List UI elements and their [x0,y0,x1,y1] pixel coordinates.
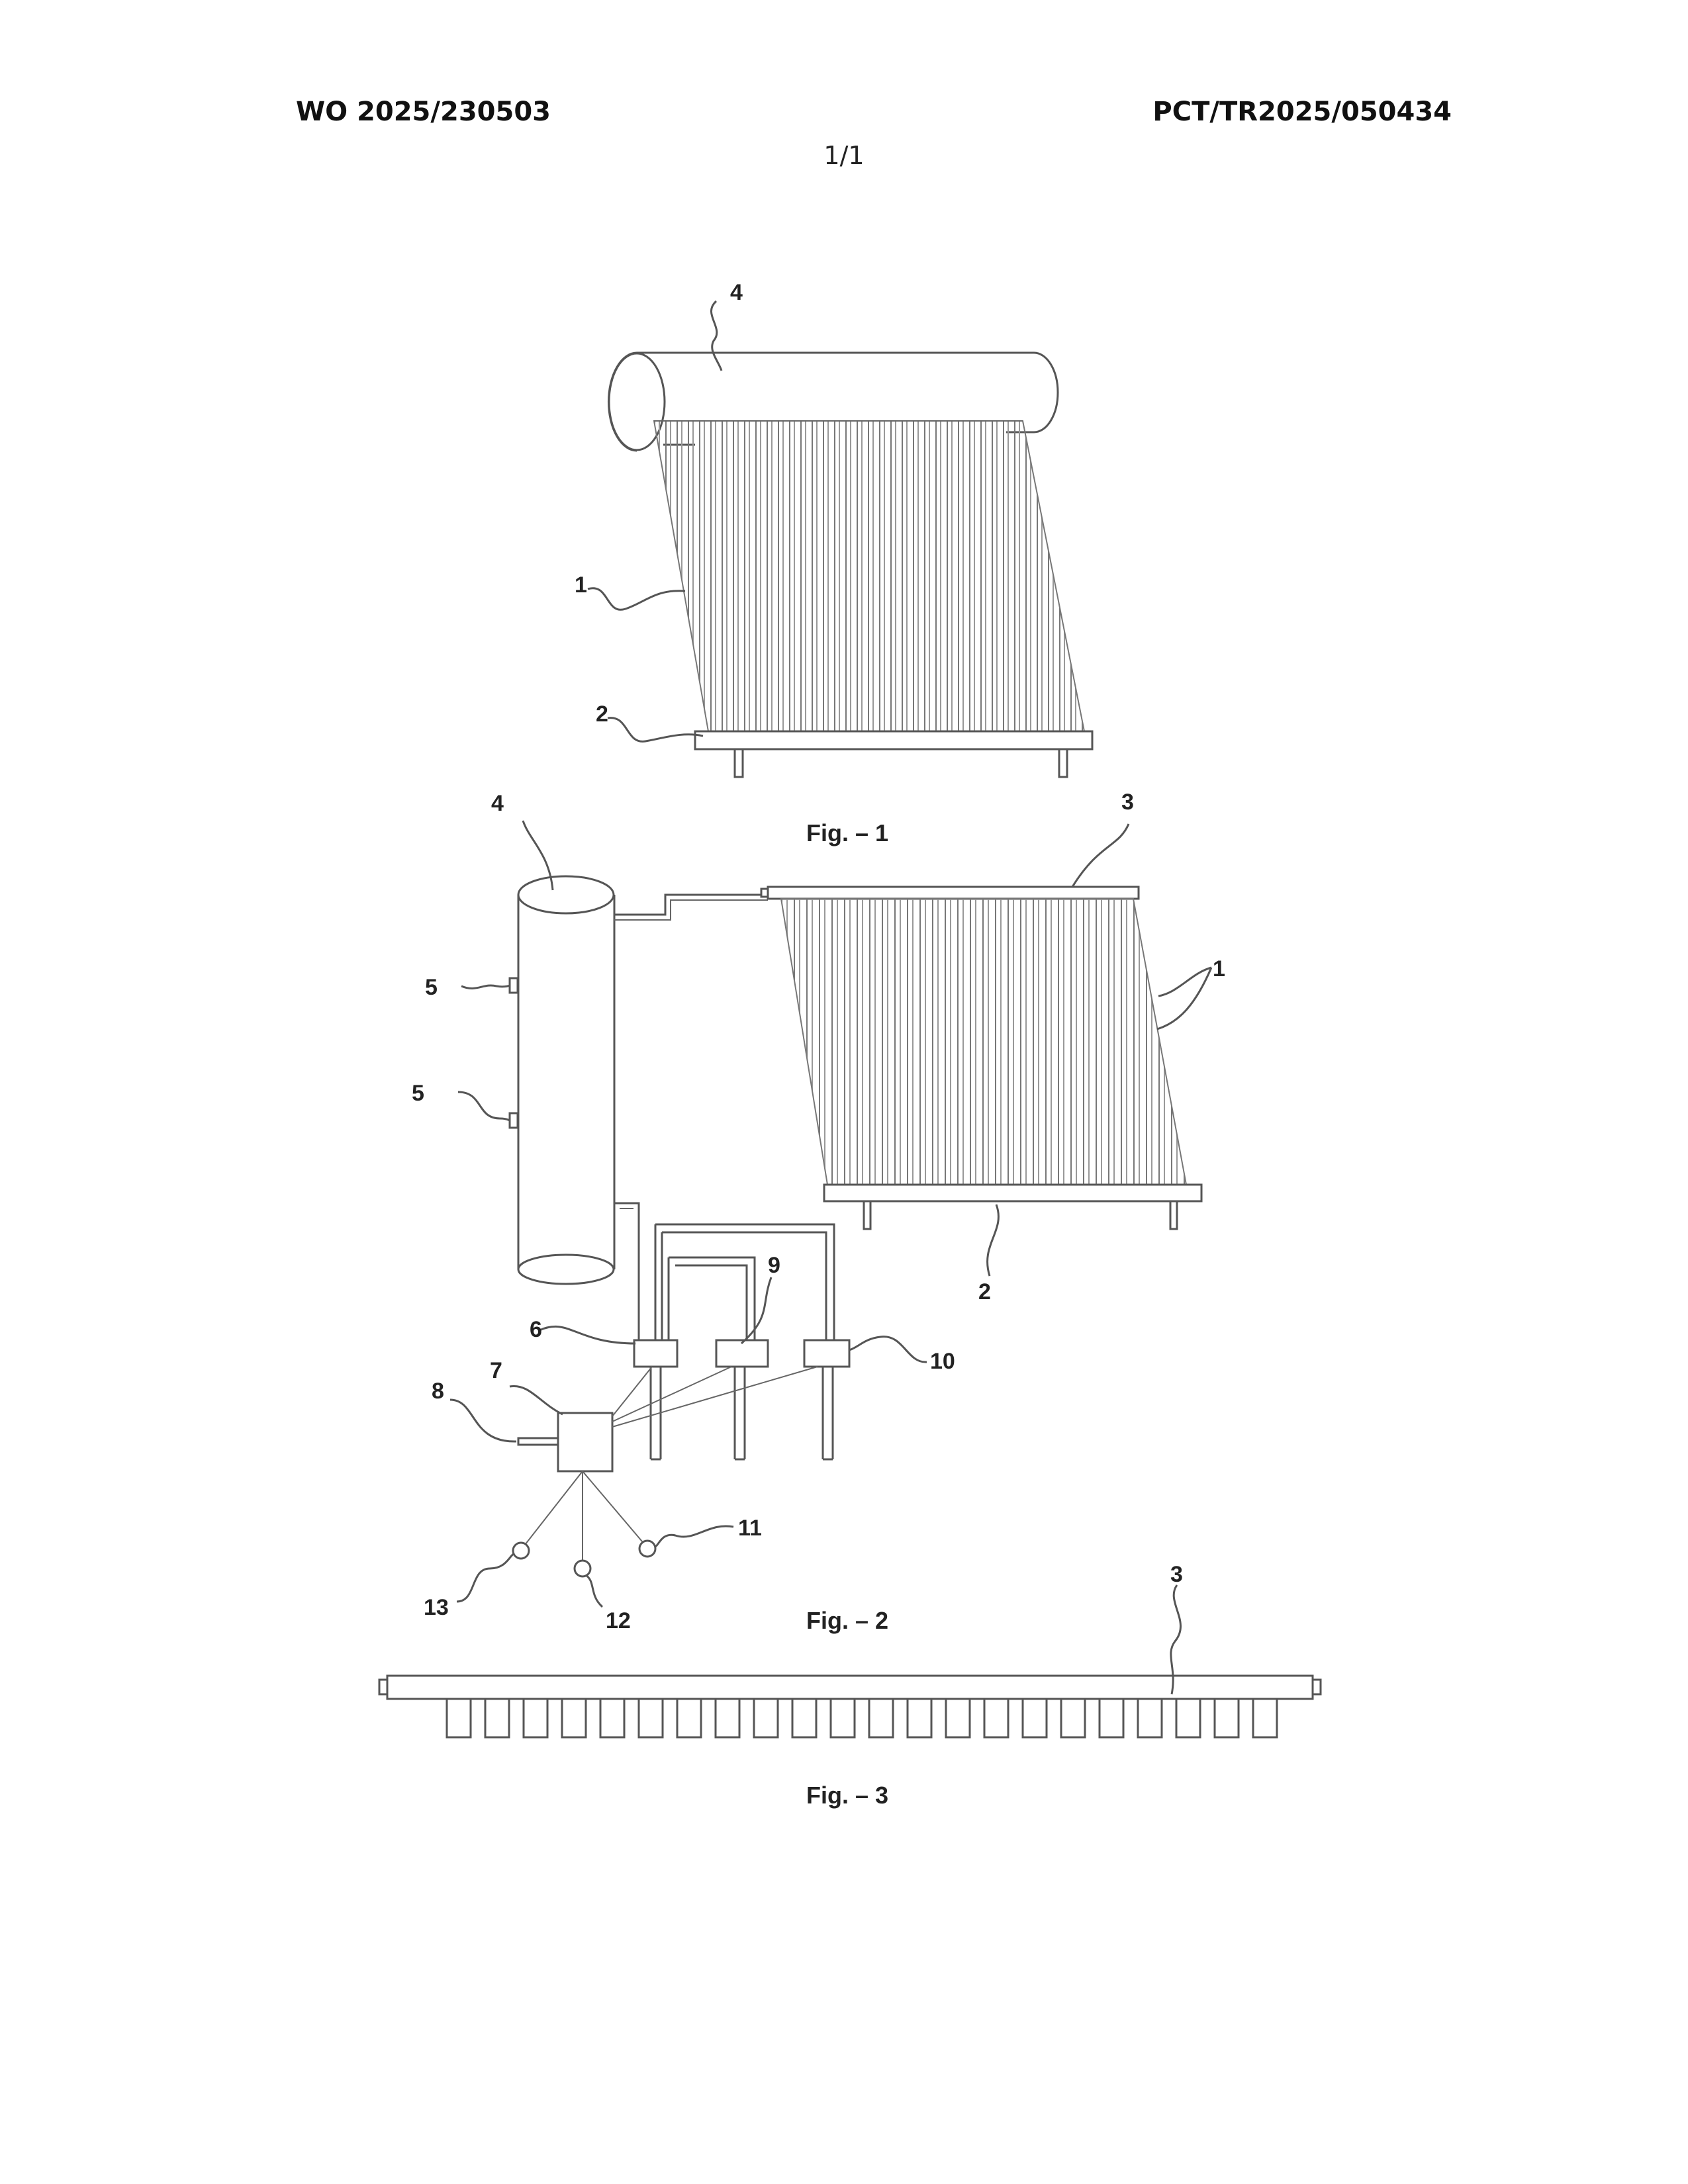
figure-3-caption: Fig. – 3 [806,1782,888,1809]
storage-tank-fig2 [518,876,614,1284]
ref-numeral-8: 8 [432,1379,444,1404]
hot-water-pipe [614,895,768,915]
ref-numeral-10: 10 [930,1349,955,1374]
control-wiring-valves [612,1367,818,1427]
ref-numeral-6: 6 [530,1317,542,1342]
leader-2-fig1 [608,718,703,742]
ref-numeral-1-fig2: 1 [1213,956,1225,981]
valve-10 [804,1340,849,1367]
vacuum-tubes-fig2 [781,899,1186,1185]
figure-3: 3 Fig. – 3 [379,1562,1321,1809]
control-unit [558,1413,612,1471]
ref-numeral-5-upper: 5 [425,975,438,1000]
ref-numeral-7: 7 [490,1358,502,1383]
ref-numeral-1: 1 [575,572,587,598]
ref-numeral-3-fig2: 3 [1121,790,1134,815]
temperature-sensor-lower [510,1113,518,1128]
figure-1-caption: Fig. – 1 [806,819,888,846]
tube-sockets-fig3 [447,1699,1277,1737]
ref-numeral-13: 13 [424,1595,449,1620]
ref-numeral-4-fig2: 4 [491,791,504,816]
support-frame-fig1 [695,731,1092,777]
figure-1: 4 1 2 Fig. – 1 [575,280,1092,846]
figure-2: 4 3 5 5 1 2 6 9 10 7 8 11 13 12 Fig. – 2 [412,790,1225,1634]
leader-1-fig1 [588,588,685,610]
support-frame-fig2 [824,1185,1201,1229]
figure-2-caption: Fig. – 2 [806,1607,888,1634]
temperature-sensor-upper [510,978,518,993]
leader-4-fig1 [711,301,722,371]
sensor-wiring [523,1471,645,1567]
power-connector [518,1438,558,1445]
ref-numeral-3-fig3: 3 [1170,1562,1183,1587]
leader-1a-fig2 [1158,968,1211,996]
valve-6 [634,1340,677,1367]
leader-5-lower [458,1092,510,1120]
leader-6 [539,1326,635,1343]
manifold-header-fig3 [379,1676,1321,1737]
vacuum-tubes-fig1 [654,421,1084,731]
sensor-13 [513,1543,529,1559]
sensor-12 [575,1561,590,1576]
manifold-header-fig2 [761,887,1139,899]
leader-10 [849,1337,927,1362]
leader-5-upper [461,985,510,989]
ref-numeral-2: 2 [596,702,608,727]
leader-11 [655,1526,733,1547]
leader-3-fig2 [1072,824,1129,887]
leader-13 [457,1553,514,1602]
ref-numeral-5-lower: 5 [412,1081,424,1106]
ref-numeral-11: 11 [738,1516,762,1541]
ref-numeral-12: 12 [606,1608,631,1633]
ref-numeral-9: 9 [768,1253,780,1278]
ref-numeral-2-fig2: 2 [978,1279,991,1304]
leader-2-fig2 [988,1205,999,1276]
leader-12 [586,1575,602,1607]
ref-numeral-4: 4 [730,280,743,305]
leader-1b-fig2 [1157,968,1211,1029]
distribution-piping [614,1203,834,1459]
leader-8 [450,1400,516,1441]
sensor-11 [639,1541,655,1557]
leader-7 [510,1386,563,1414]
